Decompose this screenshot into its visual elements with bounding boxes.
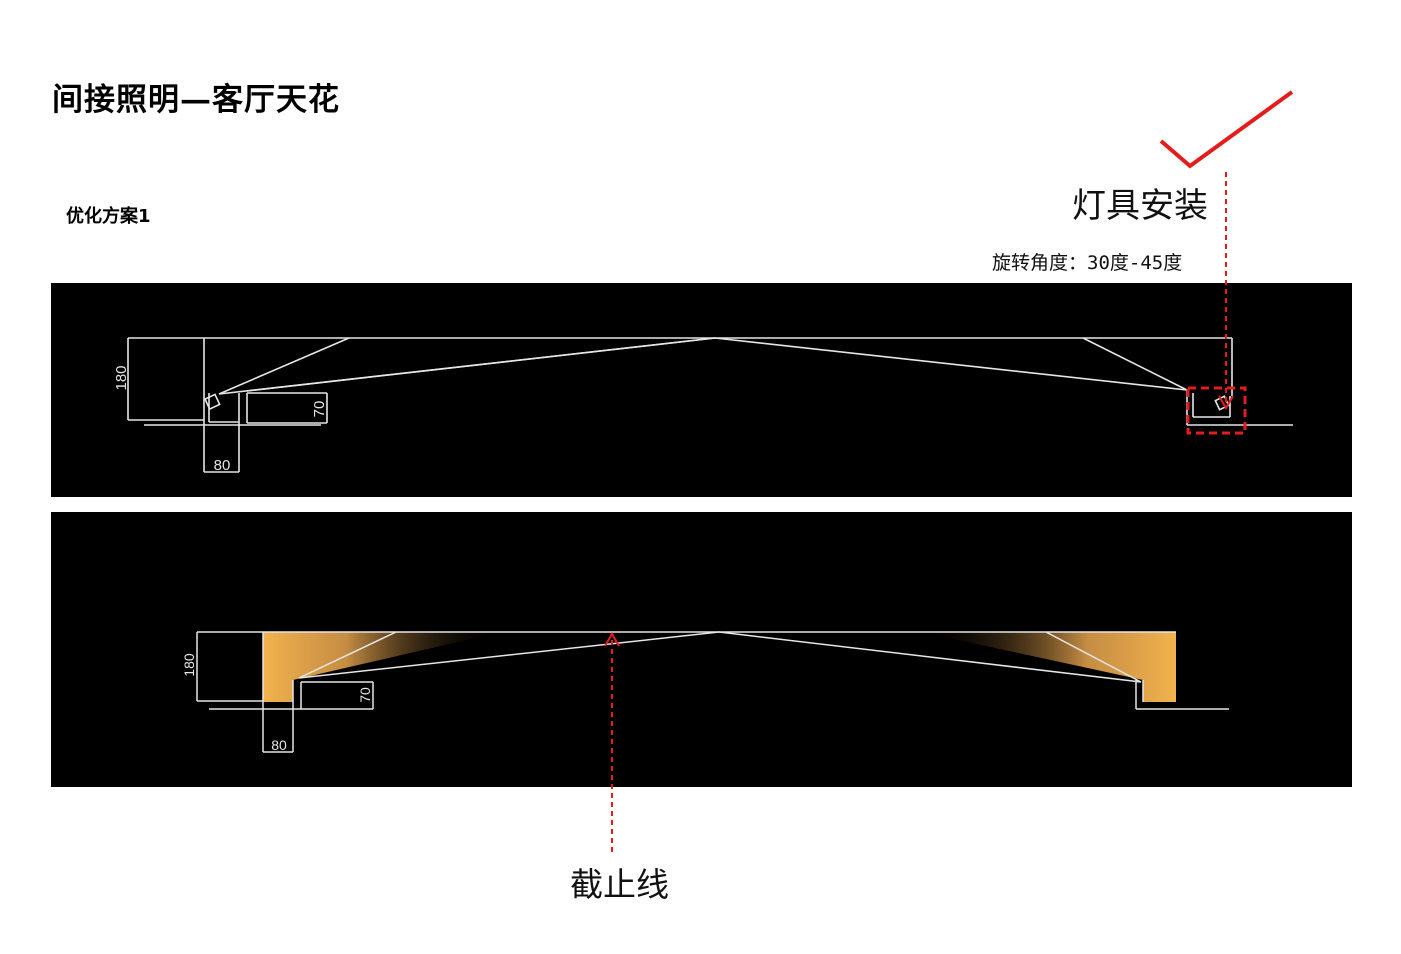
dim-70: 70 bbox=[357, 687, 373, 703]
dim-180: 180 bbox=[181, 653, 197, 677]
right-fixture bbox=[1214, 395, 1230, 411]
light-ray bbox=[718, 631, 1142, 683]
section-drawing-top: 180 70 80 bbox=[51, 283, 1352, 497]
fixture-highlight-box bbox=[1186, 386, 1247, 435]
dim-180: 180 bbox=[113, 365, 130, 390]
light-ray bbox=[218, 337, 350, 395]
left-fixture bbox=[203, 393, 221, 411]
left-light-glow bbox=[263, 632, 501, 702]
page-title: 间接照明—客厅天花 bbox=[52, 82, 340, 118]
fixture-install-label: 灯具安装 bbox=[1072, 186, 1208, 226]
dim-80: 80 bbox=[271, 737, 287, 753]
ceiling-section-lines: 180 70 80 bbox=[113, 337, 1293, 474]
dim-70: 70 bbox=[311, 401, 328, 418]
scheme-subtitle: 优化方案1 bbox=[66, 206, 151, 227]
section-drawing-bottom: 180 70 80 bbox=[51, 512, 1352, 787]
ceiling-section-lit: 180 70 80 bbox=[181, 631, 1229, 753]
light-ray bbox=[1082, 337, 1188, 391]
dim-80: 80 bbox=[214, 457, 231, 474]
rotation-angle-label: 旋转角度：30度-45度 bbox=[992, 252, 1183, 274]
check-icon bbox=[1159, 90, 1294, 169]
light-ray bbox=[246, 337, 716, 392]
light-ray bbox=[298, 631, 397, 679]
light-ray bbox=[298, 631, 720, 679]
right-light-glow bbox=[921, 632, 1176, 702]
light-ray bbox=[714, 337, 1188, 391]
light-ray bbox=[1045, 631, 1142, 683]
cutoff-line-label: 截止线 bbox=[570, 865, 669, 904]
